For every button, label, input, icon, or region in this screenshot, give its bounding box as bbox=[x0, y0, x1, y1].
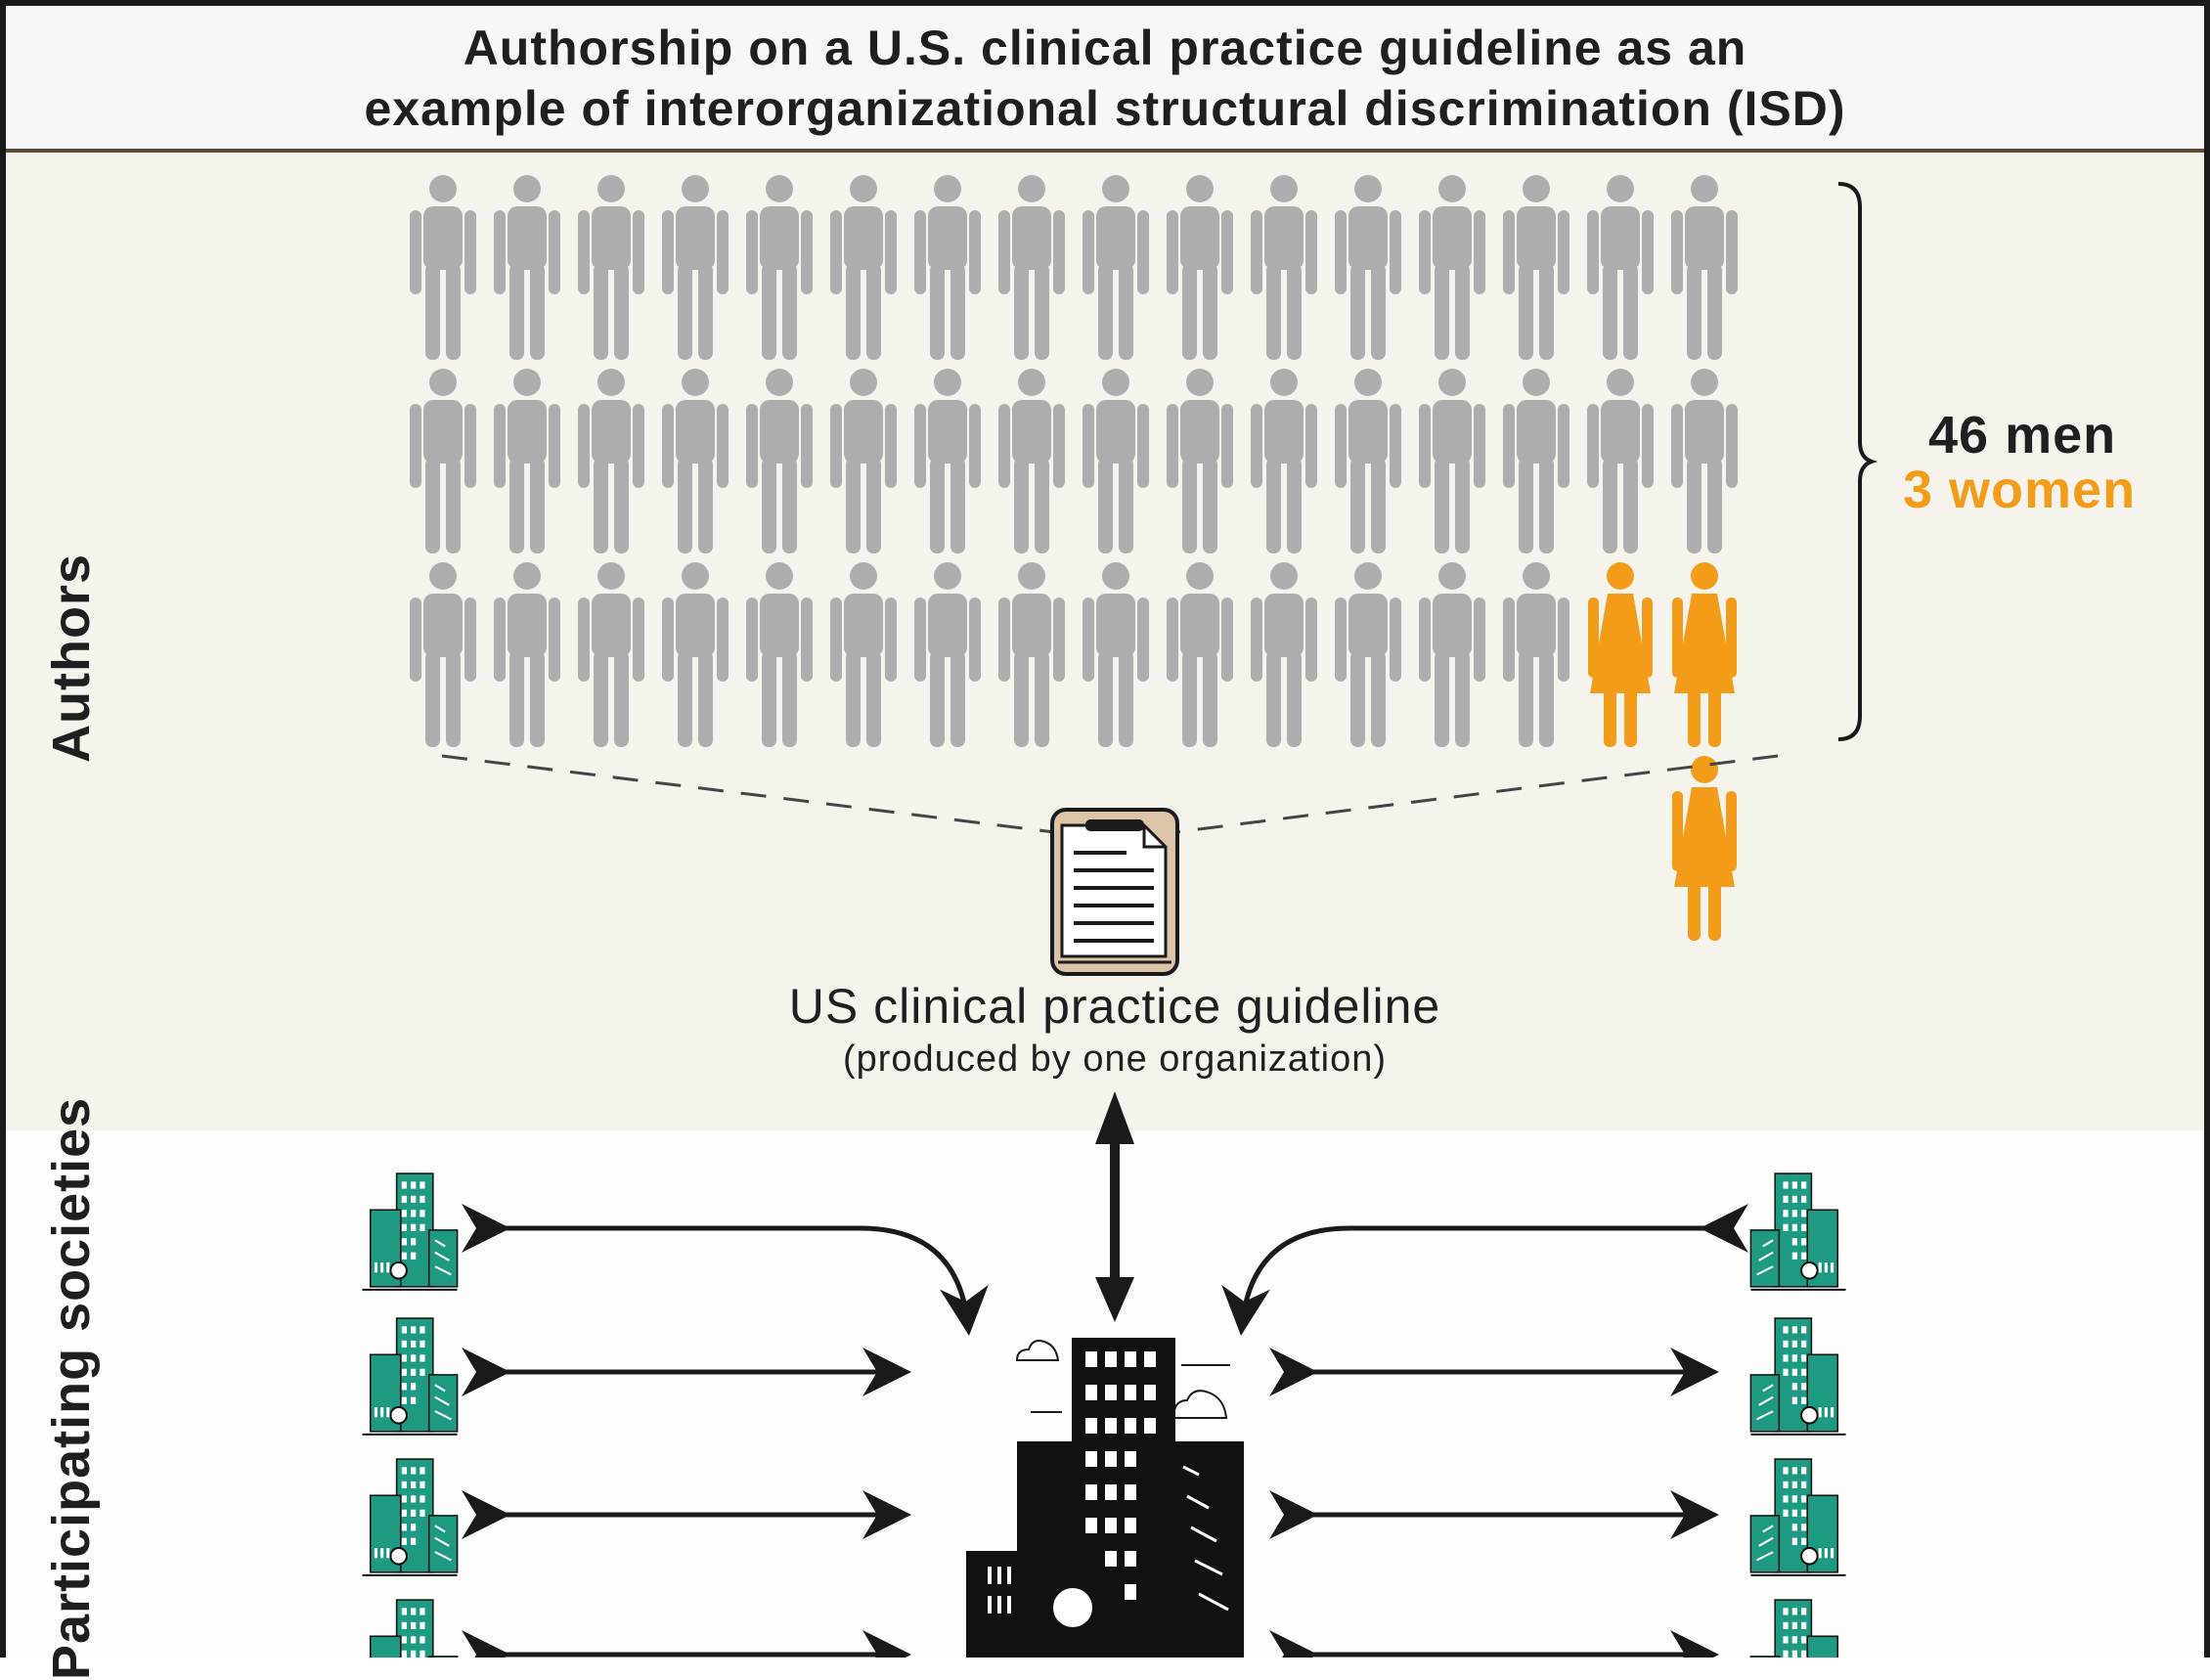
society-building-icon bbox=[361, 1458, 459, 1576]
man-icon bbox=[1503, 562, 1569, 747]
man-icon bbox=[578, 562, 644, 747]
man-icon bbox=[914, 175, 981, 360]
man-icon bbox=[1503, 369, 1569, 553]
man-icon bbox=[1251, 175, 1317, 360]
man-icon bbox=[1503, 175, 1569, 360]
guideline-label: US clinical practice guideline bbox=[788, 979, 1441, 1034]
woman-icon bbox=[1672, 562, 1737, 747]
man-icon bbox=[1335, 369, 1401, 553]
man-icon bbox=[1335, 562, 1401, 747]
man-icon bbox=[1167, 562, 1233, 747]
man-icon bbox=[662, 175, 729, 360]
man-icon bbox=[914, 562, 981, 747]
man-icon bbox=[1083, 175, 1149, 360]
authors-bracket bbox=[1837, 182, 1878, 741]
man-icon bbox=[1671, 175, 1738, 360]
figure-title-line-2: example of interorganizational structura… bbox=[364, 81, 1846, 136]
man-icon bbox=[746, 175, 813, 360]
man-icon bbox=[1167, 175, 1233, 360]
man-icon bbox=[1251, 562, 1317, 747]
woman-icon bbox=[1672, 756, 1737, 941]
man-icon bbox=[410, 369, 476, 553]
man-icon bbox=[1251, 369, 1317, 553]
man-icon bbox=[914, 369, 981, 553]
society-connection-arrows bbox=[462, 1204, 1748, 1658]
man-icon bbox=[494, 175, 560, 360]
title-banner: Authorship on a U.S. clinical practice g… bbox=[6, 6, 2204, 153]
man-icon bbox=[746, 369, 813, 553]
society-building-icon bbox=[361, 1317, 459, 1436]
society-building-icon bbox=[1749, 1458, 1847, 1576]
man-icon bbox=[1083, 562, 1149, 747]
woman-icon bbox=[1588, 562, 1653, 747]
society-building-icon bbox=[361, 1599, 459, 1658]
guideline-sublabel: (produced by one organization) bbox=[842, 1039, 1387, 1080]
society-building-icon bbox=[1749, 1599, 1847, 1658]
man-icon bbox=[1671, 369, 1738, 553]
man-icon bbox=[998, 369, 1065, 553]
man-icon bbox=[578, 175, 644, 360]
man-icon bbox=[1587, 175, 1654, 360]
man-icon bbox=[578, 369, 644, 553]
man-icon bbox=[1419, 562, 1485, 747]
society-building-icon bbox=[1749, 1317, 1847, 1436]
man-icon bbox=[1587, 369, 1654, 553]
figure-title-line-1: Authorship on a U.S. clinical practice g… bbox=[463, 21, 1747, 75]
man-icon bbox=[1419, 369, 1485, 553]
man-icon bbox=[662, 369, 729, 553]
black-office-building-icon bbox=[966, 1338, 1244, 1658]
man-icon bbox=[1419, 175, 1485, 360]
authors-side-label: Authors bbox=[42, 553, 101, 763]
man-icon bbox=[662, 562, 729, 747]
man-icon bbox=[830, 175, 897, 360]
society-building-icon bbox=[361, 1172, 459, 1291]
man-icon bbox=[410, 175, 476, 360]
women-count-label: 3 women bbox=[1903, 461, 2137, 519]
man-icon bbox=[1083, 369, 1149, 553]
man-icon bbox=[998, 562, 1065, 747]
dashed-connector-left bbox=[441, 754, 1055, 834]
society-building-icon bbox=[1749, 1172, 1847, 1291]
societies-side-label: Participating societies bbox=[42, 1096, 101, 1680]
man-icon bbox=[1335, 175, 1401, 360]
clipboard-document-icon bbox=[1050, 808, 1179, 976]
man-icon bbox=[830, 562, 897, 747]
man-icon bbox=[494, 369, 560, 553]
men-count-label: 46 men bbox=[1928, 406, 2117, 464]
dashed-connector-right bbox=[1174, 754, 1779, 834]
man-icon bbox=[746, 562, 813, 747]
man-icon bbox=[998, 175, 1065, 360]
man-icon bbox=[410, 562, 476, 747]
man-icon bbox=[1167, 369, 1233, 553]
guideline-org-double-arrow bbox=[1095, 1091, 1134, 1322]
man-icon bbox=[830, 369, 897, 553]
man-icon bbox=[494, 562, 560, 747]
